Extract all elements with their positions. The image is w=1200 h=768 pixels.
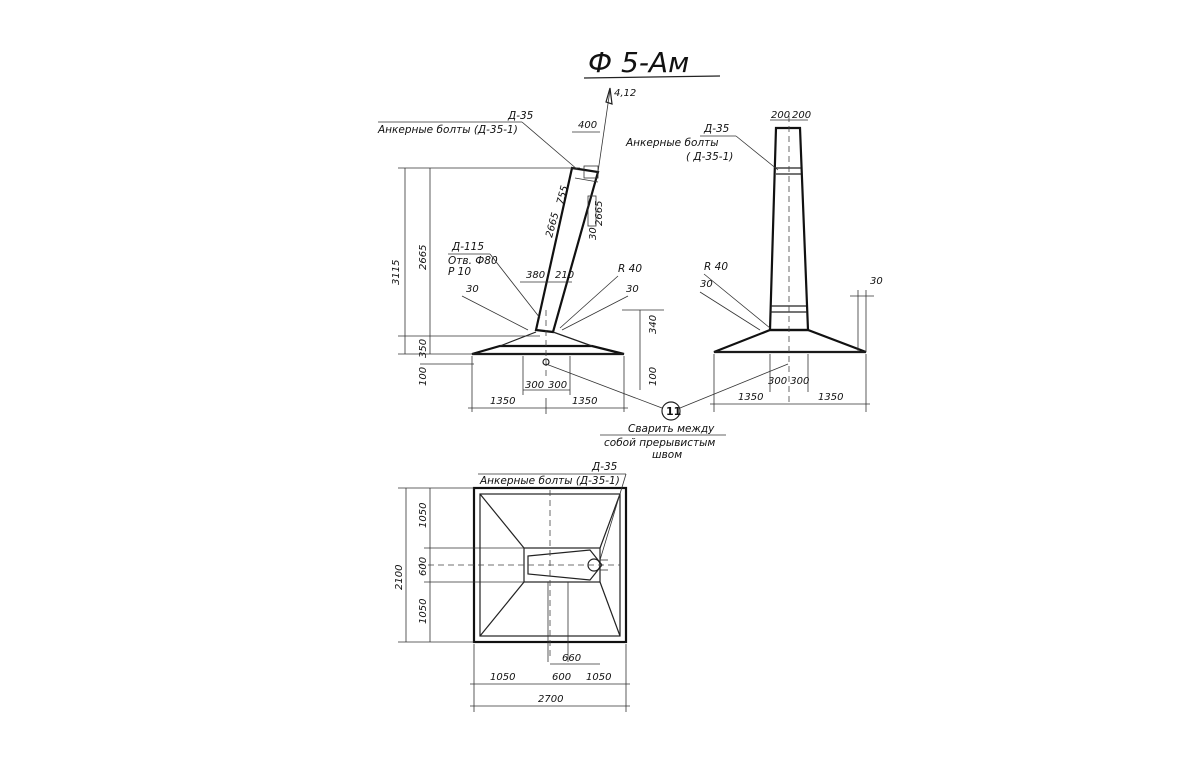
front-gusset-right	[552, 331, 593, 347]
weld-line-3: швом	[652, 449, 682, 461]
side-base-right: 1350	[818, 392, 843, 403]
weld-node-circle	[661, 401, 681, 421]
front-dim-100: 100	[418, 367, 429, 386]
front-base-plate	[471, 344, 625, 356]
side-offset-right: 30	[870, 276, 883, 287]
front-post-band	[574, 177, 599, 183]
plan-dim-top: 1050	[418, 503, 429, 528]
front-bolt-ref: Д-35	[507, 110, 534, 122]
front-base-right: 1350	[572, 396, 597, 407]
front-offset-right: 30	[626, 284, 639, 295]
drawing-title-text: Ф 5-Ам	[588, 46, 689, 79]
front-offset-left-leader	[461, 295, 529, 331]
plan-dim-left: 1050	[490, 672, 515, 683]
front-top-dim: 400	[578, 120, 597, 131]
front-pipe-leader	[489, 253, 541, 319]
front-inner-left: 300	[525, 380, 544, 391]
side-view: 200 200 Д-35 Анкерные болты ( Д-35-1) R …	[625, 110, 883, 412]
side-base	[713, 328, 867, 354]
plan-post	[527, 549, 603, 581]
plan-diag-tl	[479, 493, 525, 549]
front-detail-box	[587, 195, 597, 227]
plan-bolt-leader	[599, 473, 627, 561]
plan-diag-bl	[479, 581, 525, 637]
front-radius-leader	[559, 275, 619, 329]
weld-line-2: собой прерывистым	[604, 437, 715, 449]
plan-dim-bottom: 1050	[418, 599, 429, 624]
weld-node-number: 11	[666, 405, 681, 418]
plan-diag-br	[599, 581, 621, 637]
front-view: 4,12 3115 2665 350 100 Д-35 Анкерные бол…	[377, 87, 664, 414]
weld-line-1: Сварить между	[628, 423, 715, 435]
front-gusset-left	[499, 331, 537, 347]
front-radius: R 40	[618, 263, 642, 275]
plan-view: Д-35 Анкерные болты (Д-35-1) 2100 1050 6…	[394, 461, 630, 712]
front-tip-arrow	[605, 87, 613, 105]
front-tip-dim: 4,12	[614, 88, 636, 99]
plan-diag-tr	[599, 493, 621, 549]
title-underline	[583, 75, 721, 79]
front-dim-2665: 2665	[418, 245, 429, 270]
side-bolt-ref: Д-35	[703, 123, 730, 135]
drawing-title: Ф 5-Ам	[583, 46, 721, 79]
plan-dim-mid: 600	[418, 557, 429, 576]
front-hole-label: Отв. Ф80	[448, 255, 498, 267]
front-dim-380: 380	[526, 270, 545, 281]
front-dim-2665b: 2665	[594, 201, 605, 226]
side-top-right: 200	[792, 110, 811, 121]
plan-dim-center: 600	[552, 672, 571, 683]
side-top-left: 200	[771, 110, 790, 121]
plan-dim-660: 660	[562, 653, 581, 664]
front-dim-340: 340	[648, 315, 659, 334]
weld-leader-side	[679, 363, 789, 409]
weld-leader-front	[545, 363, 663, 409]
front-offset-right-leader	[561, 295, 629, 331]
side-radius: R 40	[704, 261, 728, 273]
side-offset-left: 30	[700, 279, 713, 290]
front-weld-point	[542, 358, 550, 366]
weld-note: 11 Сварить между собой прерывистым швом	[545, 363, 789, 461]
plan-dim-right: 1050	[586, 672, 611, 683]
side-bolt-label-2: ( Д-35-1)	[686, 151, 733, 163]
side-bolt-leader	[735, 135, 779, 171]
side-inner: 300 300	[768, 376, 809, 387]
plan-dim-total-h: 2700	[538, 694, 563, 705]
front-post-axis	[597, 89, 611, 173]
front-offset-left: 30	[466, 284, 479, 295]
side-offset-left-leader	[699, 291, 761, 331]
front-dim-210: 210	[555, 270, 574, 281]
front-base-left: 1350	[490, 396, 515, 407]
plan-bolt-label: Анкерные болты (Д-35-1)	[479, 475, 620, 487]
front-pipe-ref: Д-115	[451, 241, 484, 253]
side-base-left: 1350	[738, 392, 763, 403]
front-dim-755: 755	[555, 184, 571, 205]
front-dim-right-100: 100	[648, 367, 659, 386]
front-bolt-leader	[521, 121, 579, 171]
side-bolt-label-1: Анкерные болты	[625, 137, 719, 149]
front-bolt-label: Анкерные болты (Д-35-1)	[377, 124, 518, 136]
front-dim-30-small: 30	[588, 227, 599, 240]
side-radius-leader	[703, 273, 771, 329]
front-dim-350: 350	[418, 339, 429, 358]
front-dim-3115: 3115	[391, 260, 402, 285]
front-inner-right: 300	[548, 380, 567, 391]
front-hole-sub: Р 10	[448, 266, 471, 278]
plan-bolt-ref: Д-35	[591, 461, 618, 473]
plan-dim-total-v: 2100	[394, 565, 405, 590]
